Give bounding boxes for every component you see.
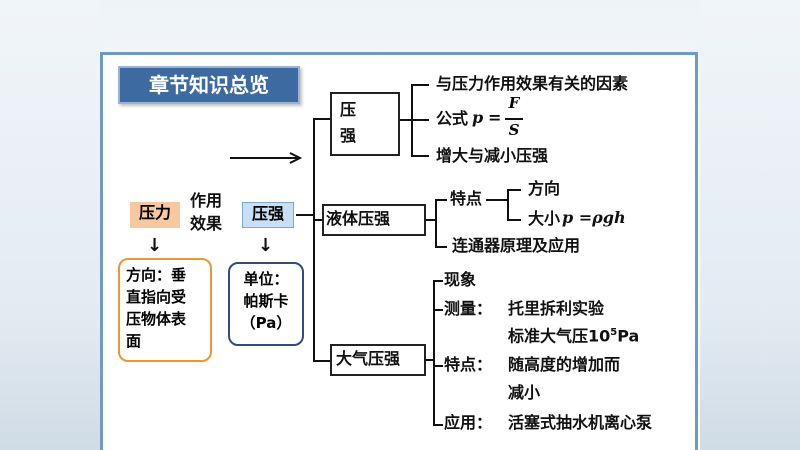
down-arrow-icon: ↓	[147, 235, 163, 256]
liquid-feature-direction: 方向	[528, 179, 561, 198]
formula-numerator: F	[508, 94, 520, 112]
air-measure-2-post: Pa	[617, 326, 640, 346]
connector-line	[433, 280, 435, 426]
connector-line	[313, 219, 323, 221]
connector-line	[507, 219, 521, 221]
connector-line	[433, 309, 443, 311]
air-feature-1: 随高度的增加而	[508, 355, 621, 374]
connector-line	[313, 118, 315, 362]
unit-line: 单位：	[243, 270, 289, 288]
connector-line	[411, 84, 429, 86]
air-measure-label: 测量：	[444, 299, 493, 318]
section-title: 章节知识总览	[118, 66, 300, 104]
direction-line: 直指向受	[126, 288, 187, 306]
branch-pressure-label2: 强	[340, 126, 357, 145]
pressure-factors: 与压力作用效果有关的因素	[436, 74, 629, 93]
liquid-connector: 连通器原理及应用	[452, 236, 581, 255]
effect-label-line2: 效果	[190, 214, 223, 233]
connector-line	[296, 214, 314, 216]
unit-line: （Pa）	[240, 314, 292, 332]
branch-pressure-label1: 压	[340, 100, 357, 119]
connector-line	[426, 359, 434, 361]
direction-box: 方向：垂 直指向受 压物体表 面	[118, 258, 212, 362]
air-apply-text: 活塞式抽水机离心泵	[508, 413, 653, 432]
unit-box: 单位： 帕斯卡 （Pa）	[228, 262, 304, 346]
formula-prefix: 公式	[436, 109, 469, 128]
pressure-change: 增大与减小压强	[436, 146, 549, 165]
direction-line: 压物体表	[126, 310, 187, 328]
connector-line	[507, 189, 509, 221]
air-measure-1: 托里拆利实验	[508, 299, 605, 318]
formula-eq: =	[488, 108, 502, 127]
connector-line	[435, 199, 447, 201]
connector-line	[400, 119, 412, 121]
unit-line: 帕斯卡	[243, 292, 289, 310]
branch-liquid-label: 液体压强	[326, 209, 391, 228]
branch-pressure-box	[330, 92, 400, 156]
pressure-tag: 压强	[242, 202, 294, 228]
effect-label-line1: 作用	[190, 191, 223, 210]
connector-line	[433, 365, 443, 367]
branch-air-box	[330, 344, 426, 376]
background-right	[700, 0, 800, 450]
connector-line	[411, 119, 429, 121]
connector-line	[313, 118, 331, 120]
air-measure-2: 标准大气压105Pa	[508, 326, 639, 347]
right-arrow-icon	[230, 152, 303, 164]
connector-line	[435, 246, 447, 248]
air-measure-2-pre: 标准大气压10	[508, 326, 611, 346]
branch-air-label: 大气压强	[336, 349, 401, 368]
air-phenomenon: 现象	[444, 270, 477, 289]
air-measure-2-sup: 5	[610, 327, 618, 338]
connector-line	[433, 424, 443, 426]
down-arrow-icon: ↓	[258, 235, 274, 256]
connector-line	[507, 189, 521, 191]
connector-line	[313, 360, 331, 362]
fraction-bar	[505, 118, 523, 120]
formula-denominator: S	[508, 121, 520, 139]
liquid-feature-formula: p =ρgh	[562, 208, 626, 227]
connector-line	[435, 199, 437, 247]
background-left	[0, 0, 100, 450]
branch-liquid-box	[322, 204, 426, 236]
direction-line: 方向：垂	[126, 266, 187, 284]
connector-line	[486, 199, 508, 201]
formula-p: p	[472, 108, 484, 127]
air-feature-2: 减小	[508, 383, 541, 402]
air-apply-label: 应用：	[444, 413, 493, 432]
air-feature-label: 特点：	[444, 355, 493, 374]
connector-line	[411, 155, 429, 157]
connector-line	[433, 280, 443, 282]
connector-line	[426, 219, 436, 221]
direction-line: 面	[126, 332, 142, 350]
liquid-feature-label: 特点	[450, 189, 483, 208]
force-tag: 压力	[130, 202, 180, 228]
liquid-feature-size: 大小	[528, 209, 561, 228]
